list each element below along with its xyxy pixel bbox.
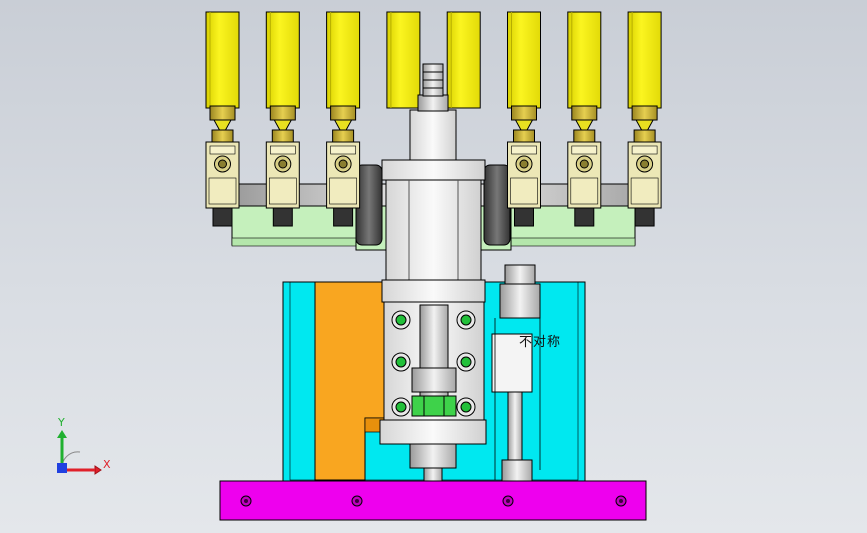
base-bolts (240, 495, 627, 507)
cylinder-screws (391, 310, 476, 417)
base-bolt (240, 495, 252, 507)
coordinate-triad[interactable]: X Y (57, 416, 111, 475)
gripper-5 (446, 11, 481, 109)
side-valve (491, 264, 541, 483)
cylinder-screw (456, 310, 476, 330)
base-bolt (502, 495, 514, 507)
cylinder-screw (391, 310, 411, 330)
gripper-2 (265, 11, 300, 227)
x-axis-label: X (103, 458, 111, 471)
cylinder-screw (391, 397, 411, 417)
central-cylinder (379, 63, 487, 493)
cylinder-screw (456, 397, 476, 417)
base-bolt (615, 495, 627, 507)
gripper-7 (567, 11, 602, 227)
base-bolt (351, 495, 363, 507)
cylinder-screw (391, 352, 411, 372)
gripper-6 (507, 11, 541, 227)
magenta-base (219, 480, 647, 521)
gripper-array (205, 11, 662, 227)
y-axis-label: Y (57, 416, 65, 429)
gripper-4 (386, 11, 421, 109)
origin-marker (57, 463, 67, 473)
gripper-3 (326, 11, 361, 227)
cylinder-screw (456, 352, 476, 372)
right-roller (483, 164, 511, 246)
gripper-8 (627, 11, 662, 227)
gripper-1 (205, 11, 240, 227)
asymmetric-annotation: 不对称 (519, 335, 562, 350)
